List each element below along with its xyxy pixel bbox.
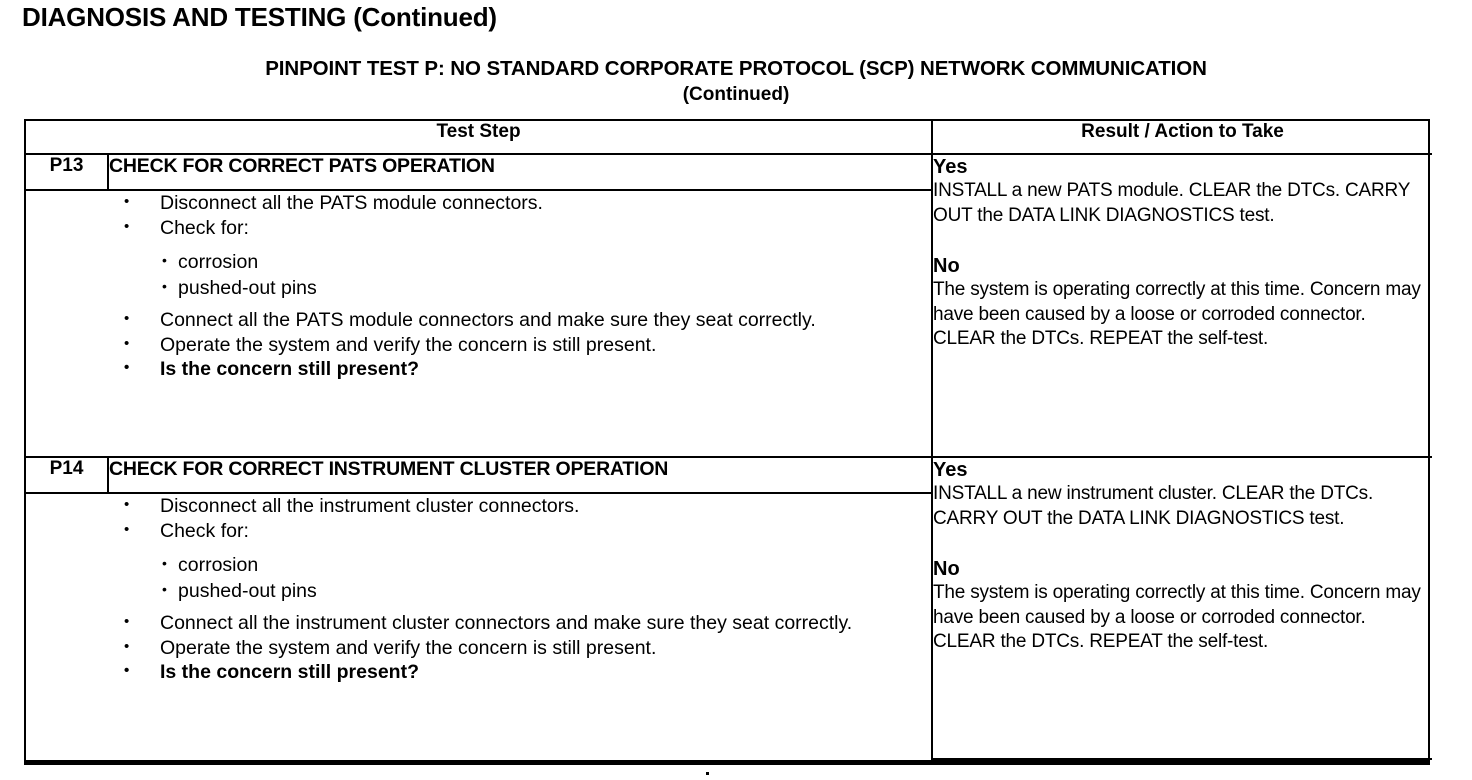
list-item: pushed-out pins (26, 576, 931, 604)
step-title-p14: CHECK FOR CORRECT INSTRUMENT CLUSTER OPE… (108, 457, 933, 495)
list-item: pushed-out pins (26, 273, 931, 301)
pinpoint-test-table: Test Step Result / Action to Take P13 CH… (24, 119, 1433, 762)
step-bullet-list-p14-cont: Connect all the instrument cluster conne… (26, 610, 931, 685)
table-row: P13 CHECK FOR CORRECT PATS OPERATION Yes… (26, 154, 1433, 459)
table-row: Disconnect all the instrument cluster co… (26, 493, 1432, 759)
result-yes-label-p14: Yes (933, 459, 968, 482)
page-footer-mark (706, 772, 709, 775)
pinpoint-test-title: PINPOINT TEST P: NO STANDARD CORPORATE P… (265, 57, 1207, 80)
table-row: P14 CHECK FOR CORRECT INSTRUMENT CLUSTER… (26, 457, 1433, 760)
step-sub-bullet-list-p13: corrosion pushed-out pins (26, 247, 931, 301)
pinpoint-test-continued-label: (Continued) (682, 84, 790, 105)
step-bullet-list-p14: Disconnect all the instrument cluster co… (26, 493, 931, 544)
step-id-p14: P14 (26, 457, 109, 495)
table-row: Disconnect all the PATS module connector… (26, 190, 1432, 459)
result-no-label-p13: No (933, 255, 960, 277)
step-question-p14: Is the concern still present? (26, 659, 931, 685)
result-spacer (933, 228, 1432, 254)
result-cell-p14: Yes INSTALL a new instrument cluster. CL… (931, 457, 1433, 760)
step-id-p13: P13 (26, 154, 109, 191)
column-header-result-action: Result / Action to Take (931, 121, 1433, 155)
step-sub-bullet-list-p14: corrosion pushed-out pins (26, 550, 931, 604)
page-bottom-rule (24, 762, 1430, 765)
list-item: Connect all the instrument cluster conne… (26, 610, 931, 636)
list-item: Operate the system and verify the concer… (26, 635, 931, 661)
step-title-p13: CHECK FOR CORRECT PATS OPERATION (108, 154, 933, 191)
step-bullet-list-p13-cont: Connect all the PATS module connectors a… (26, 307, 931, 382)
list-item: Check for: (26, 215, 931, 241)
list-item: Operate the system and verify the concer… (26, 332, 931, 358)
list-item: Check for: (26, 518, 931, 544)
step-bullet-list-p13: Disconnect all the PATS module connector… (26, 190, 931, 241)
result-no-text-p13: The system is operating correctly at thi… (933, 279, 1421, 349)
table-header-row: Test Step Result / Action to Take (26, 121, 1433, 155)
result-spacer (933, 531, 1432, 557)
list-item: Disconnect all the instrument cluster co… (26, 493, 931, 519)
result-yes-text-p14: INSTALL a new instrument cluster. CLEAR … (933, 483, 1374, 529)
result-no-text-p14: The system is operating correctly at thi… (933, 582, 1421, 653)
list-item: Disconnect all the PATS module connector… (26, 190, 931, 216)
result-yes-label-p13: Yes (933, 156, 968, 178)
list-item: corrosion (26, 247, 931, 275)
column-header-test-step: Test Step (26, 121, 933, 155)
step-question-p13: Is the concern still present? (26, 356, 931, 382)
result-yes-text-p13: INSTALL a new PATS module. CLEAR the DTC… (933, 180, 1410, 226)
result-no-label-p14: No (933, 558, 960, 581)
list-item: corrosion (26, 550, 931, 578)
step-body-p14: Disconnect all the instrument cluster co… (26, 493, 932, 759)
page-title: DIAGNOSIS AND TESTING (Continued) (22, 2, 497, 32)
list-item: Connect all the PATS module connectors a… (26, 307, 931, 333)
result-cell-p13: Yes INSTALL a new PATS module. CLEAR the… (931, 154, 1433, 459)
step-body-p13: Disconnect all the PATS module connector… (26, 190, 933, 459)
